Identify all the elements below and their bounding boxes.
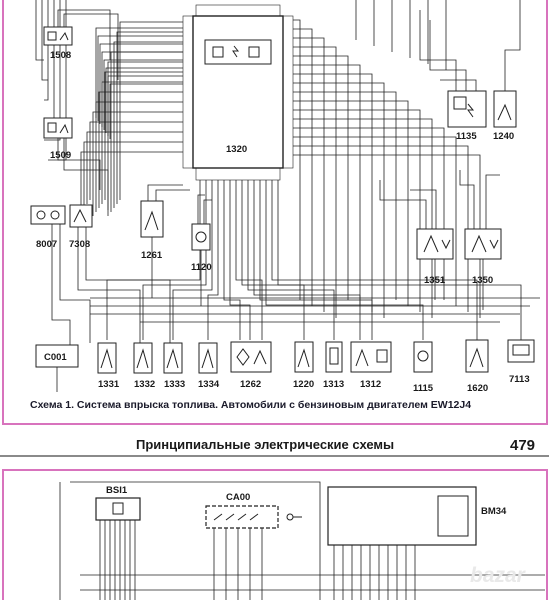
component-1313: 1313 [323, 341, 344, 390]
watermark: bazar [470, 564, 527, 587]
lower-diagram: BSI1 CA00 BM34 bazar [2, 469, 548, 600]
component-1508: 1508 [43, 26, 73, 61]
page-header-title: Принципиальные электрические схемы [136, 437, 394, 452]
component-bsi1: BSI1 [95, 485, 141, 521]
label-1135: 1135 [456, 131, 477, 142]
component-bm34: BM34 [327, 486, 507, 546]
component-1351: 1351 [416, 228, 454, 286]
label-1261: 1261 [141, 250, 163, 261]
component-1331: 1331 [97, 342, 120, 390]
component-1115: 1115 [413, 341, 434, 394]
label-1331: 1331 [98, 379, 120, 390]
label-1509: 1509 [50, 150, 71, 161]
label-c001: C001 [44, 352, 67, 363]
component-ca00: CA00 [205, 492, 302, 529]
label-1262: 1262 [240, 379, 261, 390]
label-1351: 1351 [424, 275, 446, 286]
label-1313: 1313 [323, 379, 344, 390]
label-7113: 7113 [509, 374, 530, 385]
page-header: Принципиальные электрические схемы 479 [0, 437, 549, 457]
label-bsi1: BSI1 [106, 485, 128, 496]
label-1332: 1332 [134, 379, 155, 390]
component-1220: 1220 [293, 341, 314, 390]
label-8007: 8007 [36, 239, 57, 250]
label-7308: 7308 [69, 239, 90, 250]
component-1332: 1332 [133, 342, 155, 390]
label-1220: 1220 [293, 379, 314, 390]
label-1240: 1240 [493, 131, 514, 142]
page-number: 479 [510, 437, 535, 454]
component-1135: 1135 [447, 90, 487, 142]
lower-frame [2, 469, 548, 600]
component-1261: 1261 [140, 200, 164, 261]
label-bm34: BM34 [481, 506, 507, 517]
upper-frame [2, 0, 548, 425]
component-1509: 1509 [43, 117, 73, 161]
wiring-harness [35, 0, 540, 392]
component-1333: 1333 [163, 342, 185, 390]
label-1620: 1620 [467, 383, 488, 394]
component-7308: 7308 [69, 204, 93, 250]
label-1333: 1333 [164, 379, 185, 390]
component-1334: 1334 [198, 342, 220, 390]
component-1262: 1262 [230, 341, 272, 390]
component-8007: 8007 [30, 205, 66, 250]
component-1120: 1120 [191, 223, 212, 273]
component-c001: C001 [35, 344, 79, 368]
label-1120: 1120 [191, 262, 212, 273]
component-1240: 1240 [493, 90, 517, 142]
lower-wiring [59, 481, 545, 600]
label-1508: 1508 [50, 50, 71, 61]
component-1312: 1312 [350, 341, 392, 390]
component-1620: 1620 [465, 339, 489, 394]
ecu-label: 1320 [226, 144, 247, 155]
component-7113: 7113 [507, 339, 535, 385]
upper-diagram: 1320 1508 1509 8007 [2, 0, 548, 425]
label-1350: 1350 [472, 275, 493, 286]
label-1334: 1334 [198, 379, 220, 390]
diagram-caption: Схема 1. Система впрыска топлива. Автомо… [30, 399, 471, 411]
component-1350: 1350 [464, 228, 502, 286]
label-ca00: CA00 [226, 492, 250, 503]
label-1312: 1312 [360, 379, 381, 390]
label-1115: 1115 [413, 383, 434, 394]
